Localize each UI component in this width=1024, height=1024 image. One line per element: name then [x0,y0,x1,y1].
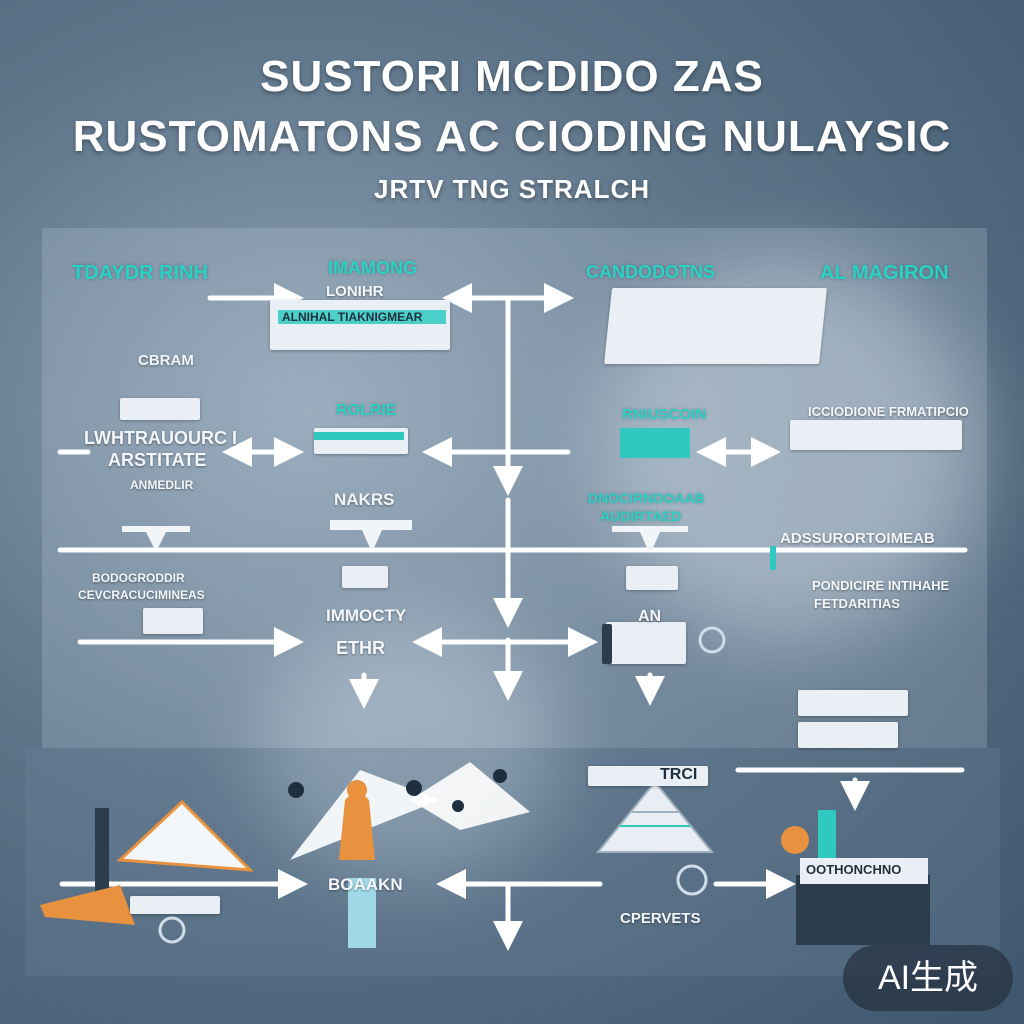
node-label: RNIUSCOIN [622,406,707,423]
robot-figure [339,780,376,948]
ring-icons [158,626,726,944]
node-label: ADSSURORTOIMEAB [780,530,935,547]
dots-decoration [288,769,507,812]
page-title-line1: SUSTORI MCDIDO ZAS [260,52,764,101]
node-box-left [120,398,200,420]
node-label: TRCI [660,766,698,783]
teal-bar [770,546,776,570]
pyramid-illustration [595,780,715,853]
node-label: AL MAGIRON [820,262,949,284]
node-label: PONDICIRE INTIHAHE [812,578,950,593]
node-label: ICCIODIONE FRMATIPCIO [808,404,969,419]
bottom-right-box [781,810,930,945]
node-label: IMMOCTY [326,606,407,625]
node-label: CBRAM [138,352,194,369]
node-label: LWHTRAUOURC I [84,428,237,448]
node-box-top-right [604,288,827,364]
node-label: ARSTITATE [108,450,207,470]
node-label: LONIHR [326,283,384,300]
node-label: CEVCRACUCIMINEAS [78,588,205,602]
node-label: BODOGRODDIR [92,571,185,585]
connector-shape [330,520,412,548]
ai-generated-watermark: AI生成 [843,945,1013,1011]
node-label: TDAYDR RINH [72,262,208,284]
connector-shape [612,526,688,550]
teal-bar [278,310,446,324]
node-label: NAKRS [334,490,395,509]
node-box-stack [798,690,908,716]
node-box-small [143,608,203,634]
node-label: CPERVETS [620,910,701,927]
node-label: AN [638,608,662,625]
node-box-right-strip [790,420,962,450]
tent-illustration [40,799,254,925]
node-label: ETHR [336,638,385,658]
connector-shape [122,526,190,548]
node-label: CANDODOTNS [586,262,715,282]
node-box-label [588,766,708,786]
node-label: DNOCIRNDOAAB [588,490,705,506]
dark-marker [602,624,612,664]
node-box-chart [606,622,686,664]
node-box-small [626,566,678,590]
node-label: OOTHONCHNO [806,862,902,877]
page-subtitle: JRTV TNG STRALCH [374,174,650,204]
node-label: ROLRIE [336,402,397,419]
page-title-line2: RUSTOMATONS AC CIODING NULAYSIC [72,112,952,161]
teal-bar [620,428,690,458]
node-label: ALNIHAL TIAKNIGMEAR [282,310,423,324]
node-label: BOAAKN [328,875,403,894]
node-box-stack [798,722,898,748]
node-label: AUDIRTAED [600,508,682,524]
node-label: ANMEDLIR [130,478,194,492]
node-label: FETDARITIAS [814,596,900,611]
node-box-top-center [270,300,450,350]
node-box-small [342,566,388,588]
node-label: IMAMONG [328,258,417,278]
teal-bar [314,432,404,440]
node-box-label [130,896,220,914]
